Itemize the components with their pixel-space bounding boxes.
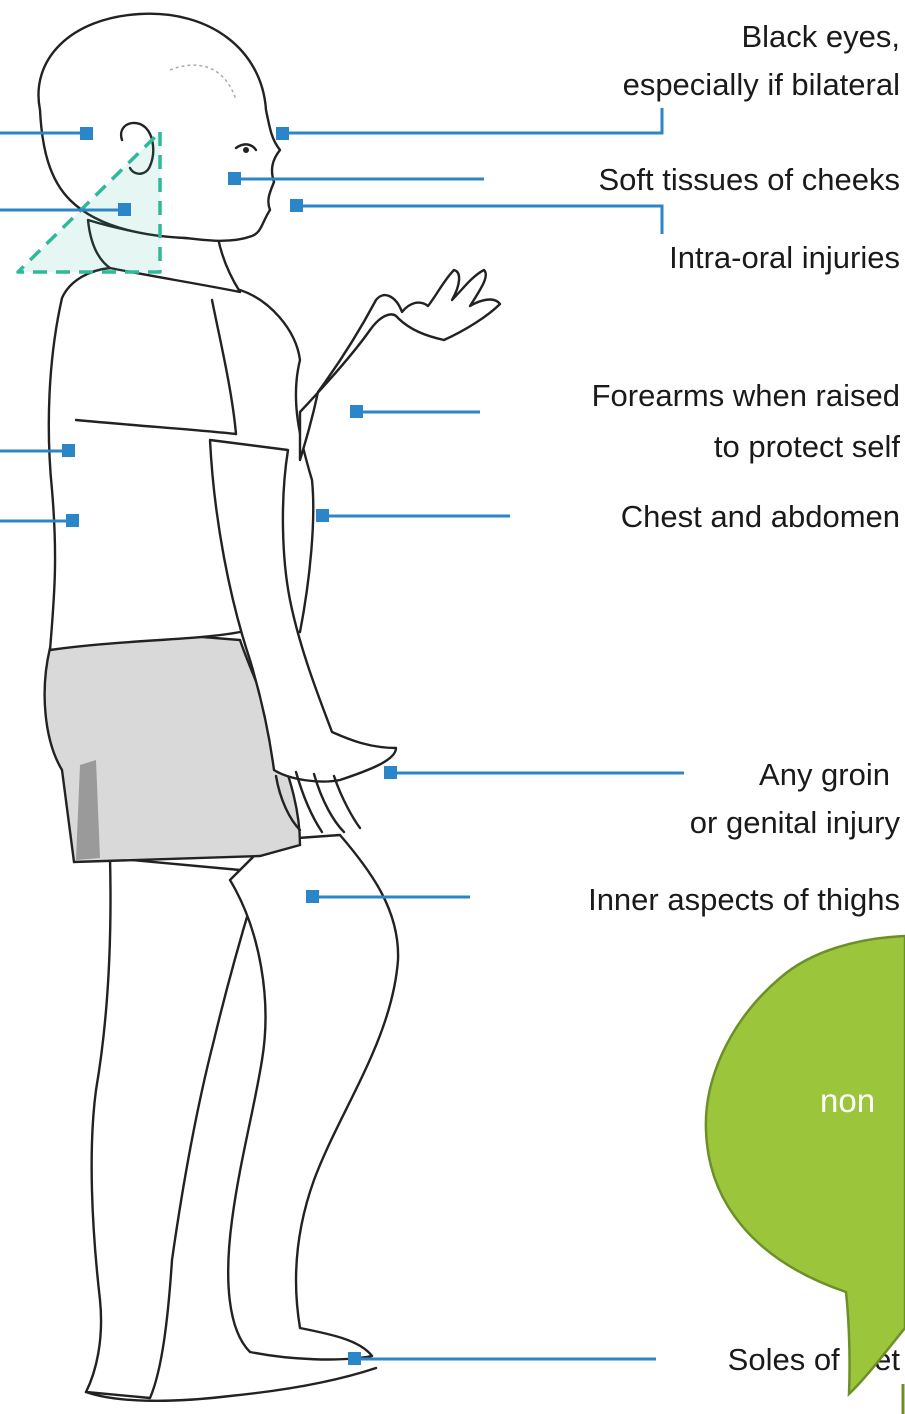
marker-intra-oral xyxy=(290,199,303,212)
marker-neck xyxy=(118,203,131,216)
marker-cheeks xyxy=(228,172,241,185)
eye-pupil xyxy=(243,147,249,153)
marker-chest xyxy=(316,509,329,522)
speech-bubble-shape xyxy=(706,936,905,1394)
marker-groin xyxy=(384,766,397,779)
label-intra-oral: Intra-oral injuries xyxy=(669,240,900,275)
speech-bubble-text: non xyxy=(820,1082,875,1119)
label-soft-tissues: Soft tissues of cheeks xyxy=(598,162,900,197)
marker-eyes xyxy=(276,127,289,140)
marker-thighs xyxy=(306,890,319,903)
marker-forearms xyxy=(350,405,363,418)
label-black-eyes-line2: especially if bilateral xyxy=(623,67,900,102)
label-chest: Chest and abdomen xyxy=(621,499,900,534)
marker-back xyxy=(66,514,79,527)
leader-eyes xyxy=(282,108,662,133)
label-forearms-line2: to protect self xyxy=(714,429,900,464)
back-leg xyxy=(86,858,252,1398)
label-groin-line1: Any groin xyxy=(759,757,890,792)
front-leg xyxy=(228,835,398,1359)
marker-ear xyxy=(80,127,93,140)
label-thighs: Inner aspects of thighs xyxy=(588,882,900,917)
label-groin-line2: or genital injury xyxy=(690,805,901,840)
leader-intra-oral xyxy=(296,206,662,234)
marker-soles xyxy=(348,1352,361,1365)
label-forearms-line1: Forearms when raised xyxy=(592,378,900,413)
marker-upper-arm xyxy=(62,444,75,457)
raised-forearm xyxy=(300,270,500,460)
shorts-shadow xyxy=(76,760,100,860)
label-black-eyes-line1: Black eyes, xyxy=(741,19,900,54)
